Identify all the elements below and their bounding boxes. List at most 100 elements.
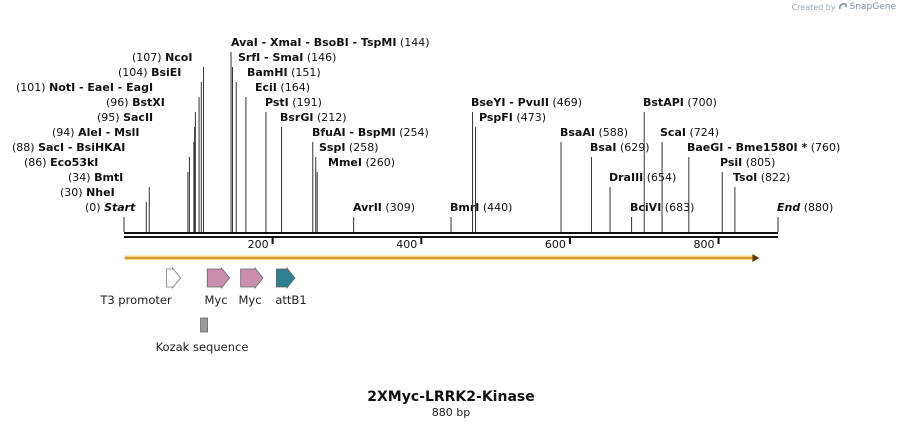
enzyme-name: TsoI: [733, 171, 757, 184]
enzyme-site: (683): [661, 201, 694, 214]
map-length: 880 bp: [431, 406, 471, 419]
enzyme-site: (760): [807, 141, 840, 154]
enzyme-site: (700): [684, 96, 717, 109]
enzyme-label: (107) NcoI: [132, 51, 192, 64]
enzyme-site: (440): [479, 201, 512, 214]
enzyme-site: (104): [118, 66, 151, 79]
enzyme-label: BsaAI (588): [560, 126, 628, 139]
enzyme-label: (30) NheI: [60, 186, 115, 199]
enzyme-label: End (880): [777, 201, 833, 214]
enzyme-site: (880): [800, 201, 833, 214]
enzyme-name: Eco53kI: [50, 156, 98, 169]
snapgene-logo-icon: [838, 3, 847, 10]
enzyme-site: (164): [277, 81, 310, 94]
enzyme-name: BstXI: [132, 96, 165, 109]
enzyme-name: BaeGI - Bme1580I *: [687, 141, 807, 154]
feature-myc-1-arrow: [206, 266, 231, 290]
enzyme-site: (107): [132, 51, 165, 64]
feature-myc-1-label: Myc: [204, 293, 227, 307]
enzyme-site: (724): [686, 126, 719, 139]
enzyme-label: BaeGI - Bme1580I * (760): [687, 141, 840, 154]
enzyme-label: MmeI (260): [328, 156, 395, 169]
map-title-block: 2XMyc-LRRK2-Kinase 880 bp: [0, 388, 902, 420]
enzyme-site: (822): [757, 171, 790, 184]
enzyme-name: ScaI: [660, 126, 686, 139]
enzyme-label: (94) AleI - MslI: [52, 126, 140, 139]
enzyme-name: PstI: [265, 96, 289, 109]
enzyme-label: BsrGI (212): [280, 111, 347, 124]
enzyme-label: (86) Eco53kI: [24, 156, 98, 169]
enzyme-name: Start: [104, 201, 136, 214]
enzyme-label: (104) BsiEI: [118, 66, 181, 79]
enzyme-label: BciVI (683): [630, 201, 694, 214]
ruler-tick-label: 400: [396, 238, 417, 251]
enzyme-site: (258): [345, 141, 378, 154]
enzyme-site: (254): [396, 126, 429, 139]
enzyme-site: (94): [52, 126, 78, 139]
watermark-brand: SnapGene: [849, 2, 896, 12]
feature-myc-2-label: Myc: [238, 293, 261, 307]
enzyme-site: (144): [396, 36, 429, 49]
enzyme-name: AvrII: [353, 201, 382, 214]
snapgene-watermark: Created by SnapGene: [792, 2, 896, 12]
ruler-tick-label: 800: [694, 238, 715, 251]
enzyme-label: ScaI (724): [660, 126, 719, 139]
enzyme-name: AleI - MslI: [78, 126, 139, 139]
enzyme-name: PspFI: [479, 111, 513, 124]
enzyme-name: BfuAI - BspMI: [312, 126, 396, 139]
feature-t3-promoter-label: T3 promoter: [99, 293, 172, 307]
enzyme-name: End: [777, 201, 800, 214]
enzyme-site: (588): [595, 126, 628, 139]
enzyme-name: BsaI: [590, 141, 616, 154]
enzyme-label: (34) BmtI: [68, 171, 123, 184]
enzyme-label: BstAPI (700): [643, 96, 717, 109]
enzyme-label: SrfI - SmaI (146): [238, 51, 336, 64]
enzyme-label: AvrII (309): [353, 201, 415, 214]
enzyme-site: (191): [289, 96, 322, 109]
enzyme-label: AvaI - XmaI - BsoBI - TspMI (144): [231, 36, 430, 49]
enzyme-label: PspFI (473): [479, 111, 546, 124]
enzyme-name: BstAPI: [643, 96, 684, 109]
enzyme-site: (805): [742, 156, 775, 169]
enzyme-label: SspI (258): [319, 141, 379, 154]
enzyme-label: BamHI (151): [247, 66, 321, 79]
enzyme-site: (469): [549, 96, 582, 109]
enzyme-site: (629): [616, 141, 649, 154]
enzyme-name: BsiEI: [151, 66, 181, 79]
enzyme-name: MmeI: [328, 156, 362, 169]
enzyme-name: BsrGI: [280, 111, 313, 124]
enzyme-name: SacI - BsiHKAI: [38, 141, 125, 154]
enzyme-name: DraIII: [609, 171, 643, 184]
enzyme-name: EciI: [255, 81, 277, 94]
enzyme-label: DraIII (654): [609, 171, 676, 184]
enzyme-label: EciI (164): [255, 81, 310, 94]
enzyme-site: (95): [97, 111, 123, 124]
enzyme-name: BseYI - PvuII: [471, 96, 549, 109]
feature-myc-2-arrow: [240, 266, 264, 290]
enzyme-label: (0) Start: [85, 201, 136, 214]
watermark-prefix: Created by: [791, 2, 836, 12]
enzyme-label: PstI (191): [265, 96, 322, 109]
enzyme-site: (212): [313, 111, 346, 124]
enzyme-name: NcoI: [165, 51, 192, 64]
enzyme-site: (654): [643, 171, 676, 184]
enzyme-label: BmrI (440): [450, 201, 512, 214]
map-title: 2XMyc-LRRK2-Kinase: [367, 389, 535, 405]
enzyme-label: BsaI (629): [590, 141, 650, 154]
enzyme-name: SrfI - SmaI: [238, 51, 303, 64]
enzyme-label: BfuAI - BspMI (254): [312, 126, 429, 139]
ruler-tick-label: 200: [248, 238, 269, 251]
ruler-tick-label: 600: [545, 238, 566, 251]
enzyme-site: (30): [60, 186, 86, 199]
enzyme-name: BciVI: [630, 201, 661, 214]
enzyme-site: (86): [24, 156, 50, 169]
feature-t3-promoter-arrow: [165, 266, 181, 290]
enzyme-name: BmrI: [450, 201, 479, 214]
enzyme-label: TsoI (822): [733, 171, 790, 184]
enzyme-label: (88) SacI - BsiHKAI: [12, 141, 125, 154]
feature-kozak-sequence-box: [200, 317, 208, 333]
enzyme-site: (34): [68, 171, 94, 184]
feature-attb1-arrow: [275, 266, 296, 290]
enzyme-site: (151): [288, 66, 321, 79]
